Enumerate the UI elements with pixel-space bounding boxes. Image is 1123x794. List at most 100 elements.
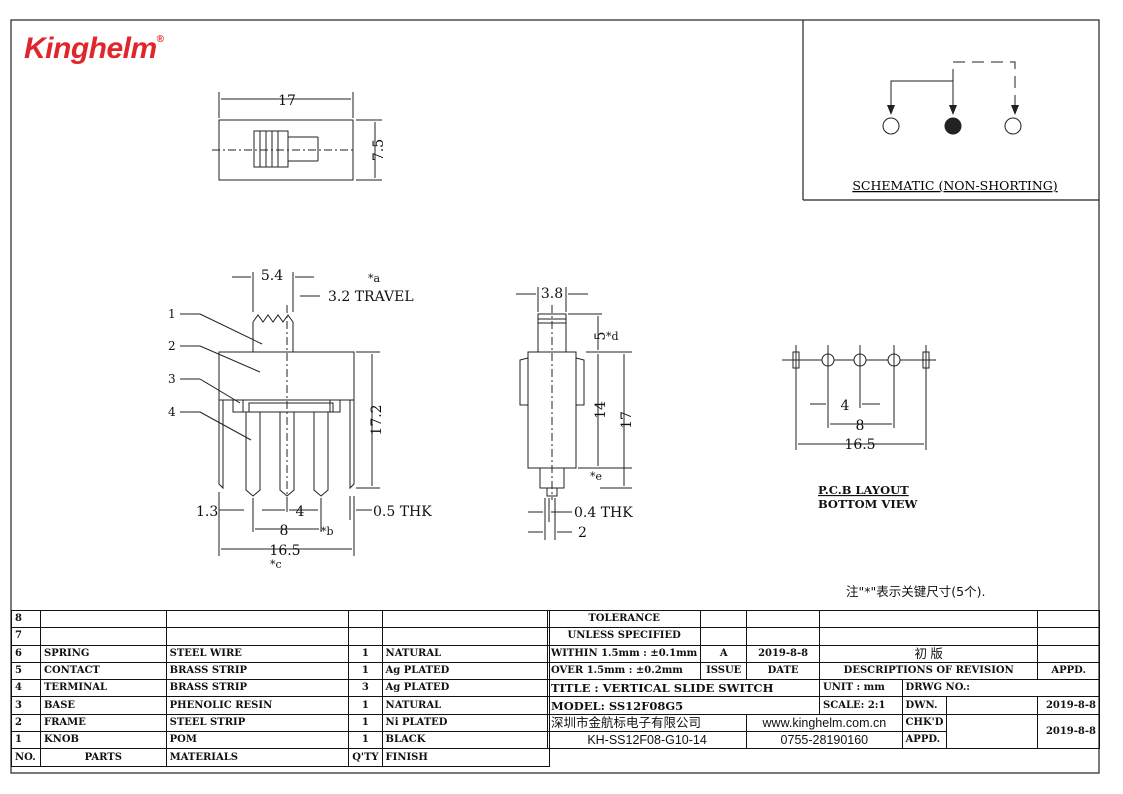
pcb-16-5-dim: 16.5 <box>844 437 875 453</box>
top-view: 17 7.5 <box>212 92 387 181</box>
tolerance-within: WITHIN 1.5mm : ±0.1mm <box>546 644 702 663</box>
bom-qty-cell: 1 <box>348 644 383 663</box>
pcb-subtitle: BOTTOM VIEW <box>818 497 918 511</box>
mark-c: *c <box>270 558 282 571</box>
bom-finish-cell: Ag PLATED <box>381 679 551 698</box>
bom-material-cell: PHENOLIC RESIN <box>165 696 350 715</box>
bom-row: 8 <box>11 609 551 629</box>
bom-header-qty: Q'TY <box>348 748 383 767</box>
bom-part-cell <box>39 627 167 646</box>
bom-material-cell: BRASS STRIP <box>165 679 350 698</box>
pcb-4-dim: 4 <box>841 398 850 414</box>
bom-no-cell: 2 <box>11 713 41 733</box>
date-label: DATE <box>746 661 821 681</box>
bom-finish-cell: NATURAL <box>381 644 551 663</box>
bom-qty-cell: 3 <box>348 679 383 698</box>
bom-finish-cell: Ni PLATED <box>381 713 551 733</box>
pcb-title: P.C.B LAYOUT <box>818 483 909 497</box>
issue-label: ISSUE <box>700 661 748 681</box>
issue-value: A <box>700 644 748 663</box>
bom-material-cell: STEEL STRIP <box>165 713 350 733</box>
pin-thk-dim: 0.5 THK <box>373 504 432 520</box>
side-thk-dim: 0.4 THK <box>574 505 633 521</box>
bom-material-cell: STEEL WIRE <box>165 644 350 663</box>
travel-dim: 3.2 TRAVEL <box>328 289 414 305</box>
bom-qty-cell: 1 <box>348 713 383 733</box>
bom-part-cell <box>39 609 167 629</box>
chkd-date: 2019-8-8 <box>1037 713 1100 750</box>
top-height-dim: 7.5 <box>371 139 387 161</box>
bom-no-cell: 8 <box>11 609 41 629</box>
bom-finish-cell: NATURAL <box>381 696 551 715</box>
bom-no-cell: 7 <box>11 627 41 646</box>
side-5-dim: 5 <box>593 332 609 341</box>
dwn-date: 2019-8-8 <box>1037 696 1100 715</box>
revision-desc-label: DESCRIPTIONS OF REVISION <box>819 661 1039 681</box>
bom-no-cell: 6 <box>11 644 41 663</box>
issue-date: 2019-8-8 <box>746 644 821 663</box>
span-8-dim: 8 <box>280 523 289 539</box>
bom-part-cell: FRAME <box>39 713 167 733</box>
bom-qty-cell <box>348 609 383 629</box>
model-label: MODEL: SS12F08G5 <box>546 696 821 715</box>
company-website: www.kinghelm.com.cn <box>746 713 903 733</box>
bom-header-material: MATERIALS <box>165 748 350 767</box>
appd-label: APPD. <box>901 731 948 750</box>
bom-row: 7 <box>11 627 551 646</box>
total-width-dim: 16.5 <box>269 543 300 559</box>
chkd-label: CHK'D <box>901 713 948 733</box>
mark-e: *e <box>590 470 602 483</box>
pcb-8-dim: 8 <box>856 418 865 434</box>
bom-header-finish: FINISH <box>381 748 551 767</box>
appd-header: APPD. <box>1037 661 1100 681</box>
unless-specified: UNLESS SPECIFIED <box>546 627 702 646</box>
kinghelm-logo: Kinghelm® <box>24 32 164 65</box>
front-view: 5.4 *a 3.2 TRAVEL 1 2 3 4 17.2 1.3 4 0.5… <box>168 268 432 571</box>
pcb-layout: 4 8 16.5 P.C.B LAYOUT BOTTOM VIEW <box>782 345 936 511</box>
mark-d: *d <box>606 330 619 343</box>
unit-label: UNIT : mm <box>819 679 903 698</box>
side-17-dim: 17 <box>619 411 635 429</box>
company-phone: 0755-28190160 <box>746 731 903 750</box>
bom-no-cell: 1 <box>11 731 41 750</box>
bom-finish-cell <box>381 609 551 629</box>
height-dim: 17.2 <box>369 404 385 435</box>
part-code: KH-SS12F08-G10-14 <box>546 731 748 750</box>
mark-b: *b <box>321 525 334 538</box>
bom-part-cell: KNOB <box>39 731 167 750</box>
bom-finish-cell: BLACK <box>381 731 551 750</box>
bom-part-cell: BASE <box>39 696 167 715</box>
tolerance-over: OVER 1.5mm : ±0.2mm <box>546 661 702 681</box>
bom-part-cell: TERMINAL <box>39 679 167 698</box>
side-view: 3.8 5 *d 14 17 *e 0.4 THK 2 <box>516 286 635 541</box>
bom-no-cell: 5 <box>11 661 41 681</box>
callout-2: 2 <box>168 339 176 353</box>
callout-1: 1 <box>168 307 176 321</box>
schematic-box: SCHEMATIC (NON-SHORTING) <box>802 20 1099 201</box>
callout-3: 3 <box>168 372 176 386</box>
bom-no-cell: 4 <box>11 679 41 698</box>
bom-no-cell: 3 <box>11 696 41 715</box>
bom-finish-cell <box>381 627 551 646</box>
tolerance-label: TOLERANCE <box>546 609 702 629</box>
bom-qty-cell <box>348 627 383 646</box>
bom-qty-cell: 1 <box>348 696 383 715</box>
company-name: 深圳市金航标电子有限公司 <box>546 713 748 733</box>
scale-label: SCALE: 2:1 <box>819 696 903 715</box>
bom-material-cell <box>165 627 350 646</box>
callout-4: 4 <box>168 405 176 419</box>
pitch-dim: 4 <box>296 504 305 520</box>
side-14-dim: 14 <box>593 401 609 419</box>
mark-a: *a <box>368 272 381 285</box>
bom-material-cell <box>165 609 350 629</box>
schematic-label: SCHEMATIC (NON-SHORTING) <box>852 178 1057 193</box>
side-2-dim: 2 <box>578 525 587 541</box>
